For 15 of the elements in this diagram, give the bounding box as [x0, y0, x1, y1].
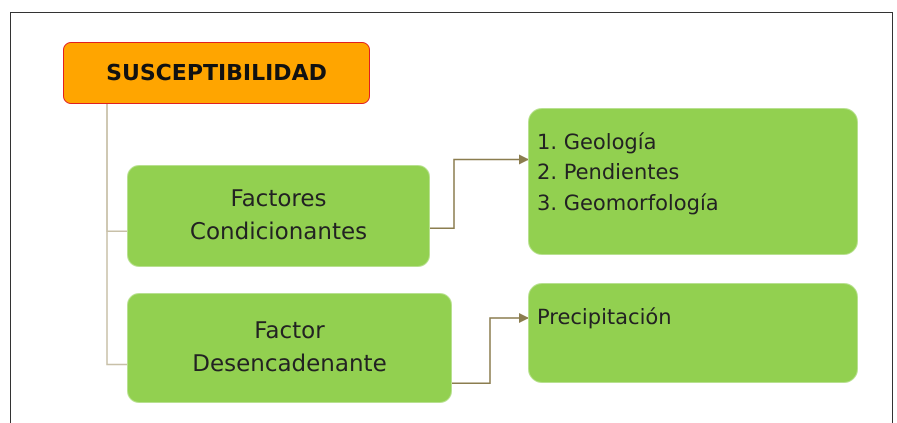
arrow — [430, 154, 529, 229]
list-item: 3. Geomorfología — [537, 190, 720, 217]
node-label: SUSCEPTIBILIDAD — [106, 60, 327, 86]
factor-box — [127, 293, 452, 403]
title-box — [63, 42, 370, 104]
list-box — [528, 283, 858, 383]
list-item: 2. Pendientes — [537, 159, 680, 186]
connector-line — [106, 104, 127, 366]
node-label: Factor Desencadenante — [191, 316, 388, 379]
factor-box — [127, 165, 430, 267]
list-item: 1. Geología — [537, 129, 658, 156]
node-label: Factores Condicionantes — [188, 184, 368, 247]
list-box — [528, 108, 858, 255]
list-item: Precipitación — [537, 304, 673, 331]
arrow — [452, 313, 529, 384]
